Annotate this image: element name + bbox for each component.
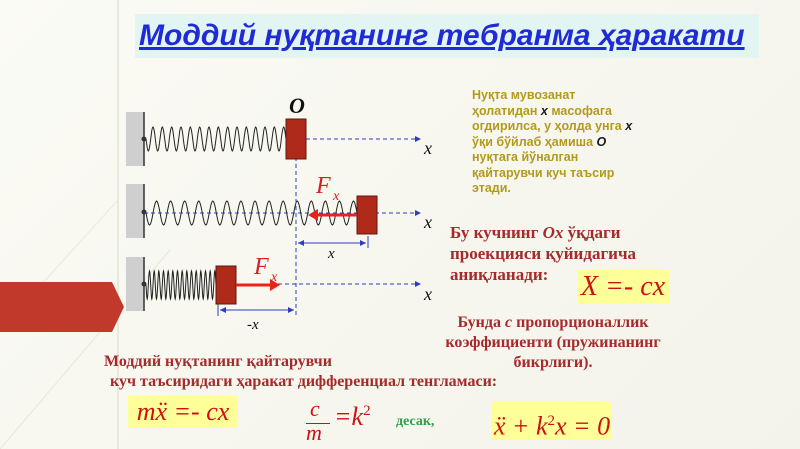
neg-displacement-label: -x bbox=[247, 317, 259, 333]
explanation-note: Нуқта мувозанат ҳолатидан x масофага огд… bbox=[472, 88, 633, 195]
axis-label-2: x bbox=[423, 212, 432, 232]
coefficient-text: Бунда c пропорционаллик коэффициенти (пр… bbox=[445, 314, 661, 371]
k-squared-definition: c m =k2 bbox=[306, 396, 371, 445]
wall-2 bbox=[126, 184, 144, 238]
displacement-label: x bbox=[327, 246, 335, 262]
spring-1 bbox=[145, 126, 287, 152]
wall-1 bbox=[126, 112, 144, 166]
desak-text: десак, bbox=[396, 414, 435, 429]
force-arrow-right-icon bbox=[270, 279, 280, 291]
mass-block-3 bbox=[215, 265, 237, 305]
force-arrow-left-icon bbox=[308, 209, 318, 221]
motion-equation: mẍ =- cx bbox=[128, 396, 238, 428]
harmonic-equation: ẍ + k2x = 0 bbox=[492, 402, 612, 441]
force-label-2: F bbox=[253, 254, 269, 280]
differential-equation-text: Моддий нуқтанинг қайтарувчи куч таъсирид… bbox=[104, 353, 498, 390]
force-equation: X =- cx bbox=[577, 270, 669, 304]
force-sub-1: x bbox=[332, 189, 340, 204]
axis-label-3: x bbox=[423, 284, 432, 304]
spring-3 bbox=[145, 269, 217, 301]
mass-block-2 bbox=[356, 195, 378, 235]
axis-label-1: x bbox=[423, 138, 432, 158]
page-title: Моддий нуқтанинг тебранма ҳаракати bbox=[135, 14, 759, 58]
mass-block-1 bbox=[285, 118, 307, 160]
force-sub-2: x bbox=[270, 270, 278, 285]
wall-3 bbox=[126, 257, 144, 311]
force-label-1: F bbox=[315, 173, 331, 199]
origin-label: O bbox=[289, 93, 305, 118]
projection-text: Бу кучнинг Ox ўқдаги проекцияси қуйидаги… bbox=[450, 223, 637, 284]
